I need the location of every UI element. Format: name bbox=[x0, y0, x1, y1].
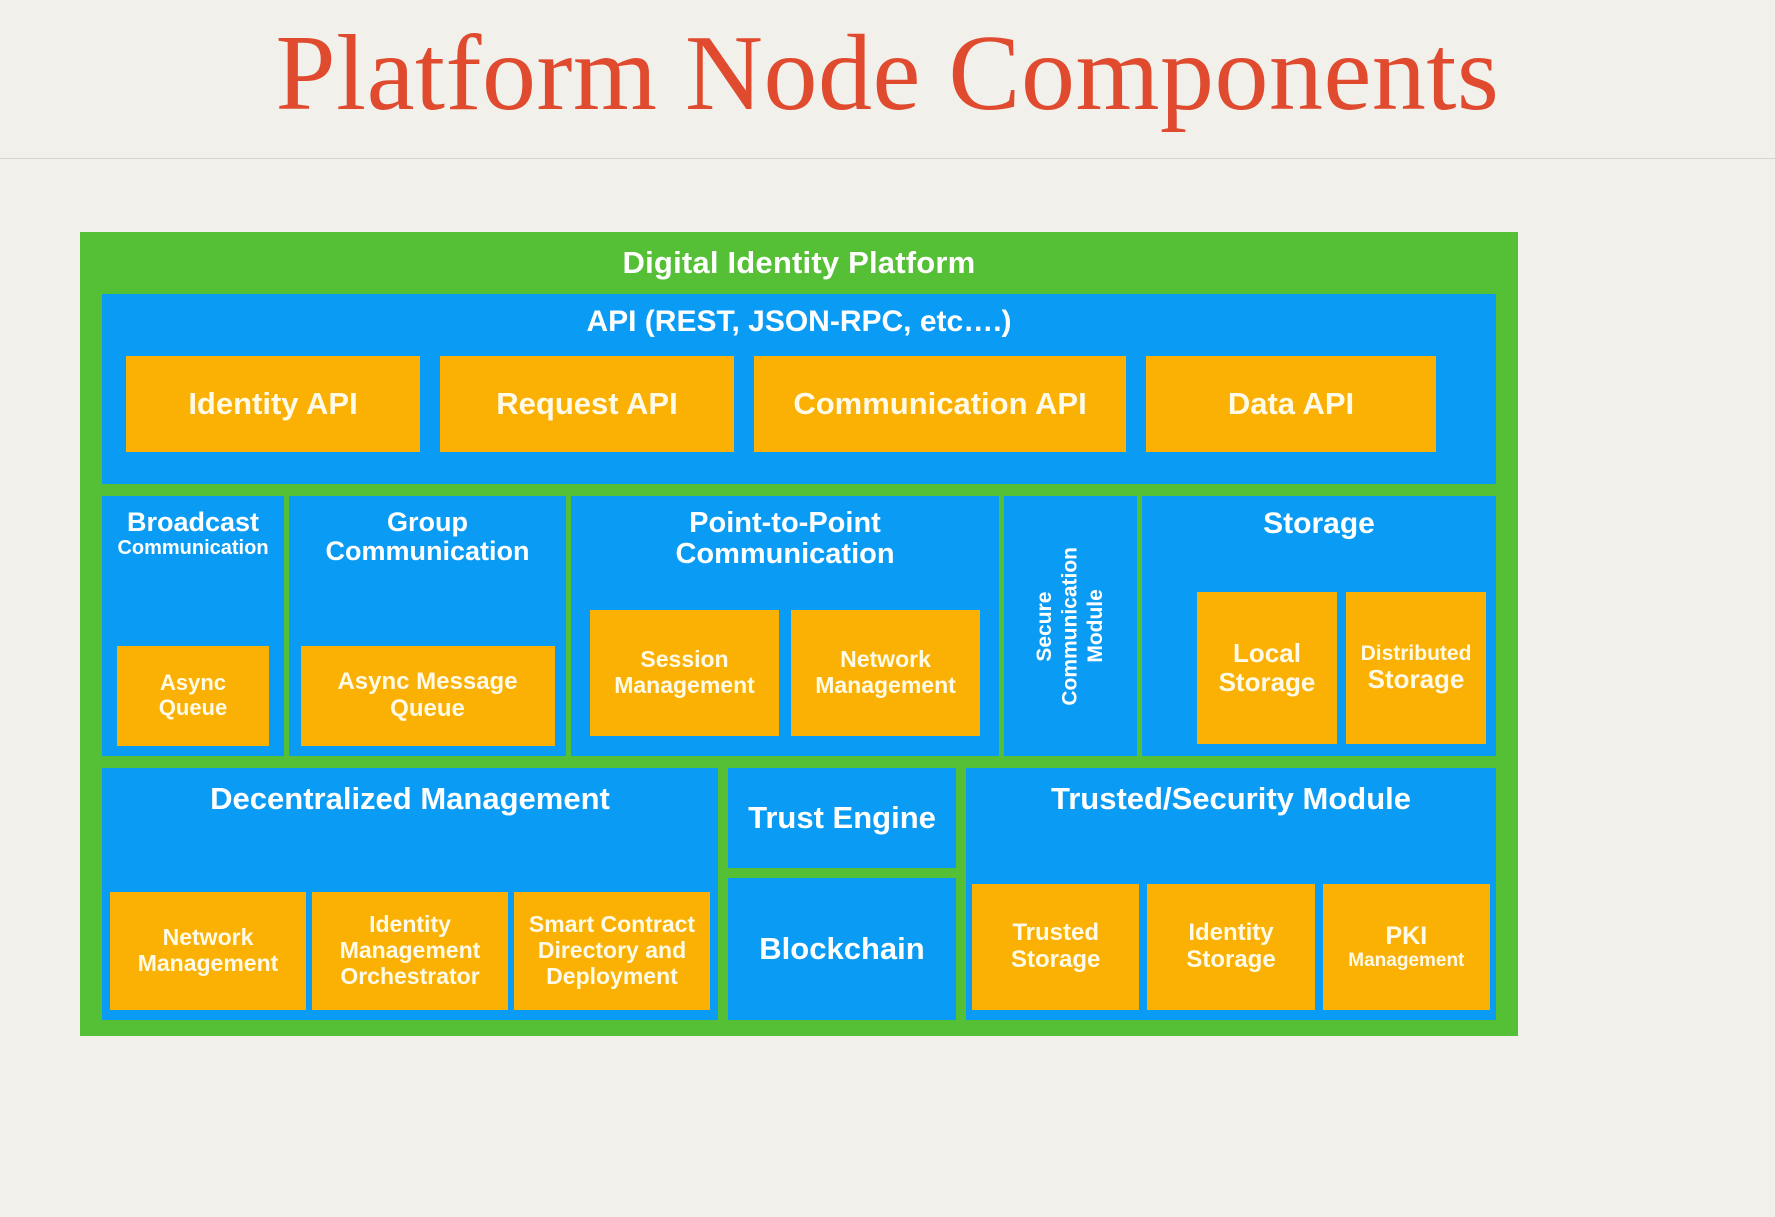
chip-network-management[interactable]: Network Management bbox=[110, 892, 306, 1010]
storage-title-wrap: Storage bbox=[1142, 496, 1496, 540]
chip-line2: Management bbox=[1348, 950, 1465, 972]
broadcast-title-line2: Communication bbox=[117, 536, 269, 559]
group-title-line2: Communication bbox=[325, 535, 530, 566]
chip-line1: Local bbox=[1233, 637, 1301, 668]
chip-line2: Storage bbox=[1218, 667, 1316, 697]
group-chip-group: Async Message Queue bbox=[289, 646, 566, 756]
point-to-point-title: Point-to-Point Communication bbox=[571, 496, 999, 569]
chip-line3: Orchestrator bbox=[340, 962, 480, 989]
chip-session-management[interactable]: Session Management bbox=[590, 610, 779, 736]
platform-title: Digital Identity Platform bbox=[622, 245, 976, 280]
chip-line2: Queue bbox=[158, 695, 228, 720]
trusted-security-module-title: Trusted/Security Module bbox=[1050, 781, 1411, 816]
storage-title: Storage bbox=[1263, 507, 1375, 540]
chip-line1: Async bbox=[159, 670, 227, 696]
chip-line1: Trusted bbox=[1012, 919, 1099, 947]
trusted-security-chip-group: Trusted Storage Identity Storage PKI Man… bbox=[966, 884, 1496, 1020]
digital-identity-platform-container: Digital Identity Platform API (REST, JSO… bbox=[80, 232, 1518, 1036]
storage-panel[interactable]: Storage Local Storage Distributed Storag… bbox=[1142, 496, 1496, 756]
trust-engine-title: Trust Engine bbox=[748, 800, 936, 836]
chip-line1: Network bbox=[840, 646, 931, 673]
chip-line2: Management bbox=[815, 672, 956, 698]
decentralized-management-title: Decentralized Management bbox=[210, 781, 610, 816]
title-bar: Platform Node Components bbox=[0, 0, 1775, 158]
broadcast-communication-panel[interactable]: Broadcast Communication Async Queue bbox=[102, 496, 284, 756]
secure-module-vertical-label-wrap: Secure Communication Module bbox=[1004, 496, 1137, 756]
secure-module-vertical-label: Secure Communication Module bbox=[1033, 546, 1108, 706]
p2p-title-line1: Point-to-Point bbox=[689, 507, 881, 539]
p2p-chip-group: Session Management Network Management bbox=[571, 610, 999, 756]
group-title-line1: Group bbox=[387, 507, 468, 537]
api-chip-identity[interactable]: Identity API bbox=[126, 356, 420, 452]
chip-trusted-storage[interactable]: Trusted Storage bbox=[972, 884, 1140, 1010]
api-chip-label: Identity API bbox=[188, 385, 358, 421]
chip-local-storage[interactable]: Local Storage bbox=[1197, 592, 1337, 744]
chip-line1: Identity bbox=[369, 911, 451, 938]
chip-network-management[interactable]: Network Management bbox=[791, 610, 980, 736]
decentralized-management-panel[interactable]: Decentralized Management Network Managem… bbox=[102, 768, 718, 1020]
chip-line1: PKI bbox=[1385, 922, 1428, 951]
title-divider bbox=[0, 158, 1775, 159]
api-chip-communication[interactable]: Communication API bbox=[754, 356, 1126, 452]
api-chip-request[interactable]: Request API bbox=[440, 356, 734, 452]
chip-identity-storage[interactable]: Identity Storage bbox=[1147, 884, 1315, 1010]
chip-line2: Management bbox=[614, 672, 755, 698]
chip-line2: Directory and bbox=[537, 937, 687, 964]
api-chip-label: Data API bbox=[1227, 385, 1355, 421]
chip-line2: Storage bbox=[1186, 946, 1276, 973]
chip-line1: Smart Contract bbox=[528, 911, 696, 938]
chip-line3: Deployment bbox=[546, 962, 678, 989]
trust-engine-panel[interactable]: Trust Engine bbox=[728, 768, 956, 868]
group-communication-title: Group Communication bbox=[289, 496, 566, 565]
broadcast-communication-title: Broadcast Communication bbox=[102, 496, 284, 559]
decentralized-management-chip-group: Network Management Identity Management O… bbox=[102, 892, 718, 1020]
chip-line2: Queue bbox=[390, 695, 465, 722]
api-chip-data[interactable]: Data API bbox=[1146, 356, 1436, 452]
communication-row: Broadcast Communication Async Queue Grou… bbox=[102, 496, 1496, 756]
chip-line2: Storage bbox=[1367, 664, 1465, 695]
page-title: Platform Node Components bbox=[275, 14, 1500, 133]
bottom-row: Decentralized Management Network Managem… bbox=[102, 768, 1496, 1020]
chip-line2: Management bbox=[339, 937, 481, 964]
chip-line2: Storage bbox=[1010, 946, 1101, 973]
chip-line1: Session bbox=[640, 646, 729, 673]
api-chip-label: Communication API bbox=[793, 385, 1087, 421]
blockchain-panel[interactable]: Blockchain bbox=[728, 878, 956, 1020]
chip-line2: Management bbox=[137, 950, 279, 976]
p2p-title-line2: Communication bbox=[675, 537, 895, 570]
chip-smart-contract-directory-deployment[interactable]: Smart Contract Directory and Deployment bbox=[514, 892, 710, 1010]
api-chip-group: Identity API Request API Communication A… bbox=[102, 350, 1496, 484]
api-section: API (REST, JSON-RPC, etc….) Identity API… bbox=[102, 294, 1496, 484]
api-section-heading: API (REST, JSON-RPC, etc….) bbox=[586, 305, 1012, 338]
broadcast-title-line1: Broadcast bbox=[126, 507, 260, 537]
api-chip-label: Request API bbox=[496, 385, 678, 421]
secure-communication-module-panel[interactable]: Secure Communication Module bbox=[1004, 496, 1137, 756]
chip-line1: Identity bbox=[1188, 919, 1274, 947]
group-communication-panel[interactable]: Group Communication Async Message Queue bbox=[289, 496, 566, 756]
chip-distributed-storage[interactable]: Distributed Storage bbox=[1346, 592, 1486, 744]
chip-pki-management[interactable]: PKI Management bbox=[1322, 884, 1490, 1010]
chip-async-message-queue[interactable]: Async Message Queue bbox=[300, 646, 555, 746]
chip-line1: Distributed bbox=[1360, 641, 1472, 665]
chip-identity-management-orchestrator[interactable]: Identity Management Orchestrator bbox=[312, 892, 508, 1010]
chip-async-queue[interactable]: Async Queue bbox=[117, 646, 269, 746]
storage-chip-group: Local Storage Distributed Storage bbox=[1142, 592, 1496, 756]
point-to-point-communication-panel[interactable]: Point-to-Point Communication Session Man… bbox=[571, 496, 999, 756]
trust-column: Trust Engine Blockchain bbox=[728, 768, 956, 1020]
chip-line1: Network bbox=[162, 924, 254, 951]
blockchain-title: Blockchain bbox=[759, 931, 925, 967]
trusted-security-module-panel[interactable]: Trusted/Security Module Trusted Storage … bbox=[966, 768, 1496, 1020]
chip-line1: Async Message bbox=[337, 668, 518, 696]
broadcast-chip-group: Async Queue bbox=[102, 646, 284, 756]
